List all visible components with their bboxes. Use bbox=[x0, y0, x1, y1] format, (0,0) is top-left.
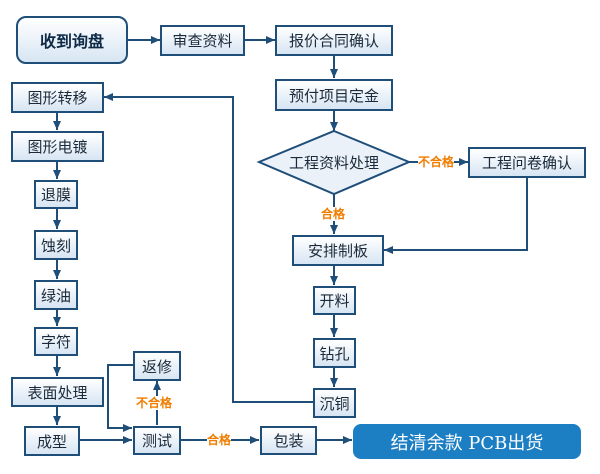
arrow-questionnaire-to-arrange bbox=[384, 178, 528, 254]
node-engineering-questionnaire: 工程问卷确认 bbox=[468, 147, 586, 178]
node-quote-confirm: 报价合同确认 bbox=[275, 25, 393, 56]
arrow-rework-to-testing bbox=[107, 364, 133, 432]
node-review-materials: 审查资料 bbox=[160, 25, 245, 56]
node-packaging: 包装 bbox=[260, 426, 317, 455]
decision-diamond bbox=[256, 129, 412, 196]
node-film-strip: 退膜 bbox=[34, 180, 78, 209]
node-profiling: 成型 bbox=[24, 426, 80, 456]
label-fail-questionnaire: 不合格 bbox=[418, 155, 455, 169]
label-pass-packaging: 合格 bbox=[207, 433, 232, 447]
label-fail-rework: 不合格 bbox=[136, 396, 173, 410]
node-arrange-board: 安排制板 bbox=[292, 235, 384, 266]
node-copper-deposition: 沉铜 bbox=[313, 388, 356, 418]
label-pass-arrange: 合格 bbox=[321, 207, 346, 221]
node-surface-finish: 表面处理 bbox=[11, 377, 104, 407]
node-process-materials: 工程资料处理 bbox=[288, 153, 379, 172]
node-etching: 蚀刻 bbox=[34, 230, 78, 260]
node-solder-mask: 绿油 bbox=[34, 280, 78, 310]
node-pattern-transfer: 图形转移 bbox=[11, 82, 104, 113]
arrow-copper-to-pattern-transfer bbox=[104, 93, 313, 403]
node-testing: 测试 bbox=[133, 426, 181, 455]
node-receive-inquiry: 收到询盘 bbox=[16, 16, 128, 64]
node-pattern-plating: 图形电镀 bbox=[11, 131, 104, 162]
node-final-payment-shipment: 结清余款 PCB出货 bbox=[353, 424, 581, 459]
node-drilling: 钻孔 bbox=[313, 338, 356, 368]
node-cutting: 开料 bbox=[313, 286, 356, 315]
node-legend: 字符 bbox=[34, 327, 78, 356]
node-rework: 返修 bbox=[133, 351, 181, 381]
node-prepay-deposit: 预付项目定金 bbox=[275, 79, 393, 111]
